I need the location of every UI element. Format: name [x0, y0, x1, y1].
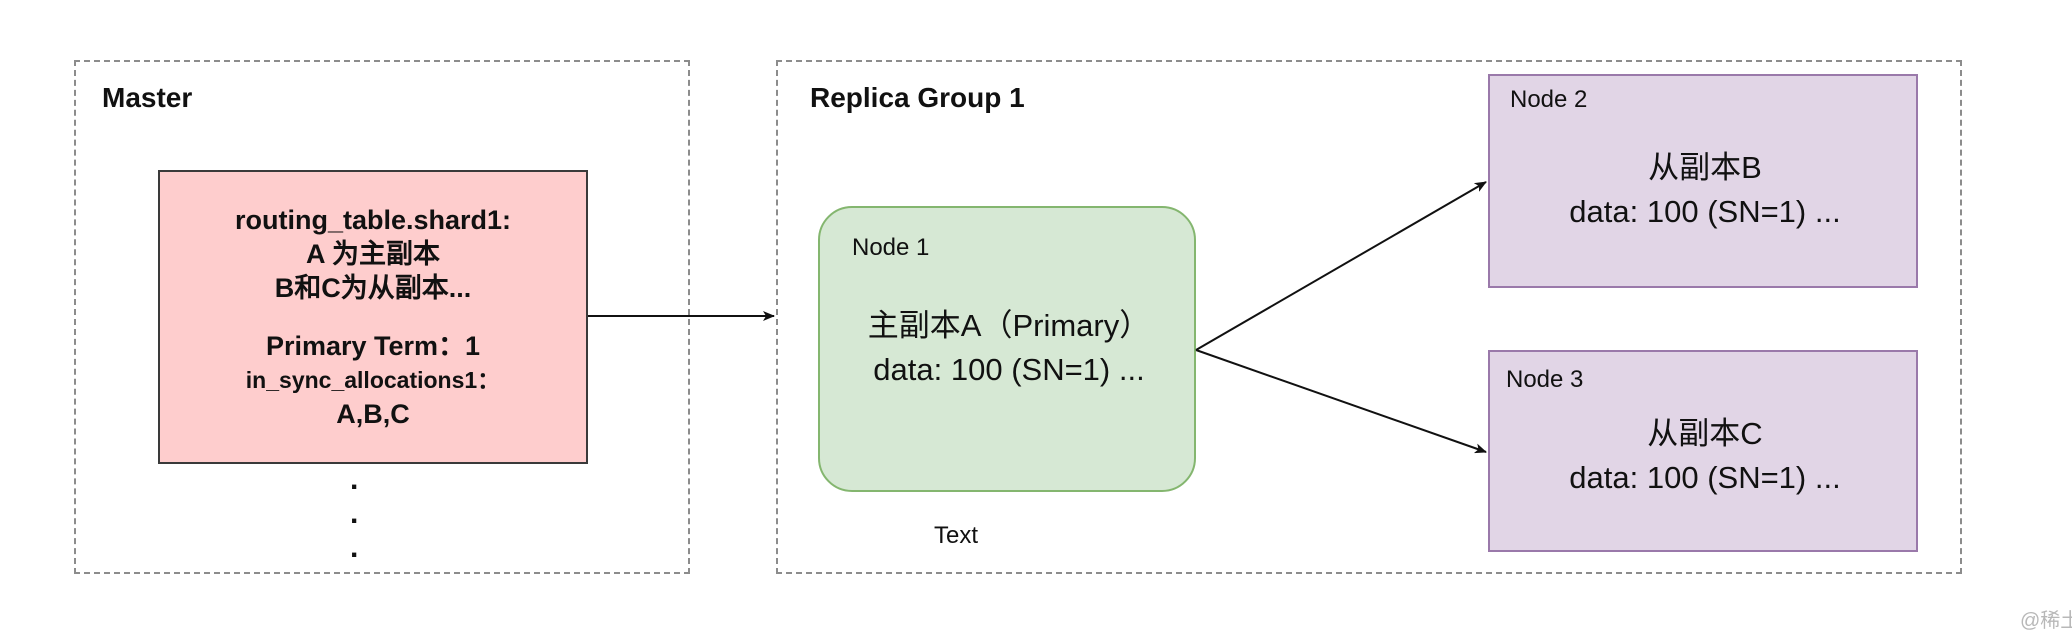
- routing-line-replicas: B和C为从副本...: [274, 273, 472, 303]
- node1-line2: data: 100 (SN=1) ...: [873, 352, 1145, 387]
- routing-line-in-sync-values: A,B,C: [336, 399, 410, 429]
- routing-line-in-sync: in_sync_allocations1：: [245, 367, 501, 393]
- node2-line2: data: 100 (SN=1) ...: [1569, 194, 1841, 229]
- ellipsis-dot-1: .: [350, 463, 359, 496]
- routing-line-primary-term: Primary Term：1: [265, 331, 481, 361]
- replica-group-title: Replica Group 1: [810, 82, 1025, 113]
- node2-box: Node 2 从副本B data: 100 (SN=1) ...: [1488, 74, 1918, 288]
- node3-content: 从副本C data: 100 (SN=1) ...: [1490, 412, 1920, 500]
- replica-group-container: [776, 60, 1962, 574]
- ellipsis-dot-3: .: [350, 531, 359, 564]
- master-title: Master: [102, 82, 193, 113]
- routing-table-box: routing_table.shard1: A 为主副本 B和C为从副本... …: [158, 170, 588, 464]
- ellipsis-dot-2: .: [350, 497, 359, 530]
- node3-line2: data: 100 (SN=1) ...: [1569, 460, 1841, 495]
- routing-line-primary: A 为主副本: [306, 239, 440, 269]
- node2-line1: 从副本B: [1648, 150, 1762, 185]
- arrows-layer: [588, 181, 1487, 454]
- watermark-text: @稀土: [2020, 610, 2072, 632]
- node1-box: Node 1 主副本A（Primary） data: 100 (SN=1) ..…: [818, 206, 1196, 492]
- node3-label: Node 3: [1506, 366, 1584, 393]
- node1-line1: 主副本A（Primary）: [867, 308, 1151, 343]
- node1-content: 主副本A（Primary） data: 100 (SN=1) ...: [820, 304, 1198, 392]
- node3-line1: 从副本C: [1647, 416, 1763, 451]
- node2-label: Node 2: [1510, 86, 1588, 113]
- node3-box: Node 3 从副本C data: 100 (SN=1) ...: [1488, 350, 1918, 552]
- arrow-node1-to-node3: [1195, 349, 1487, 454]
- node1-label: Node 1: [852, 234, 930, 261]
- text-label: Text: [934, 522, 979, 549]
- routing-line-shard: routing_table.shard1:: [234, 205, 512, 235]
- node2-content: 从副本B data: 100 (SN=1) ...: [1490, 146, 1920, 234]
- arrow-node1-to-node2: [1195, 181, 1487, 351]
